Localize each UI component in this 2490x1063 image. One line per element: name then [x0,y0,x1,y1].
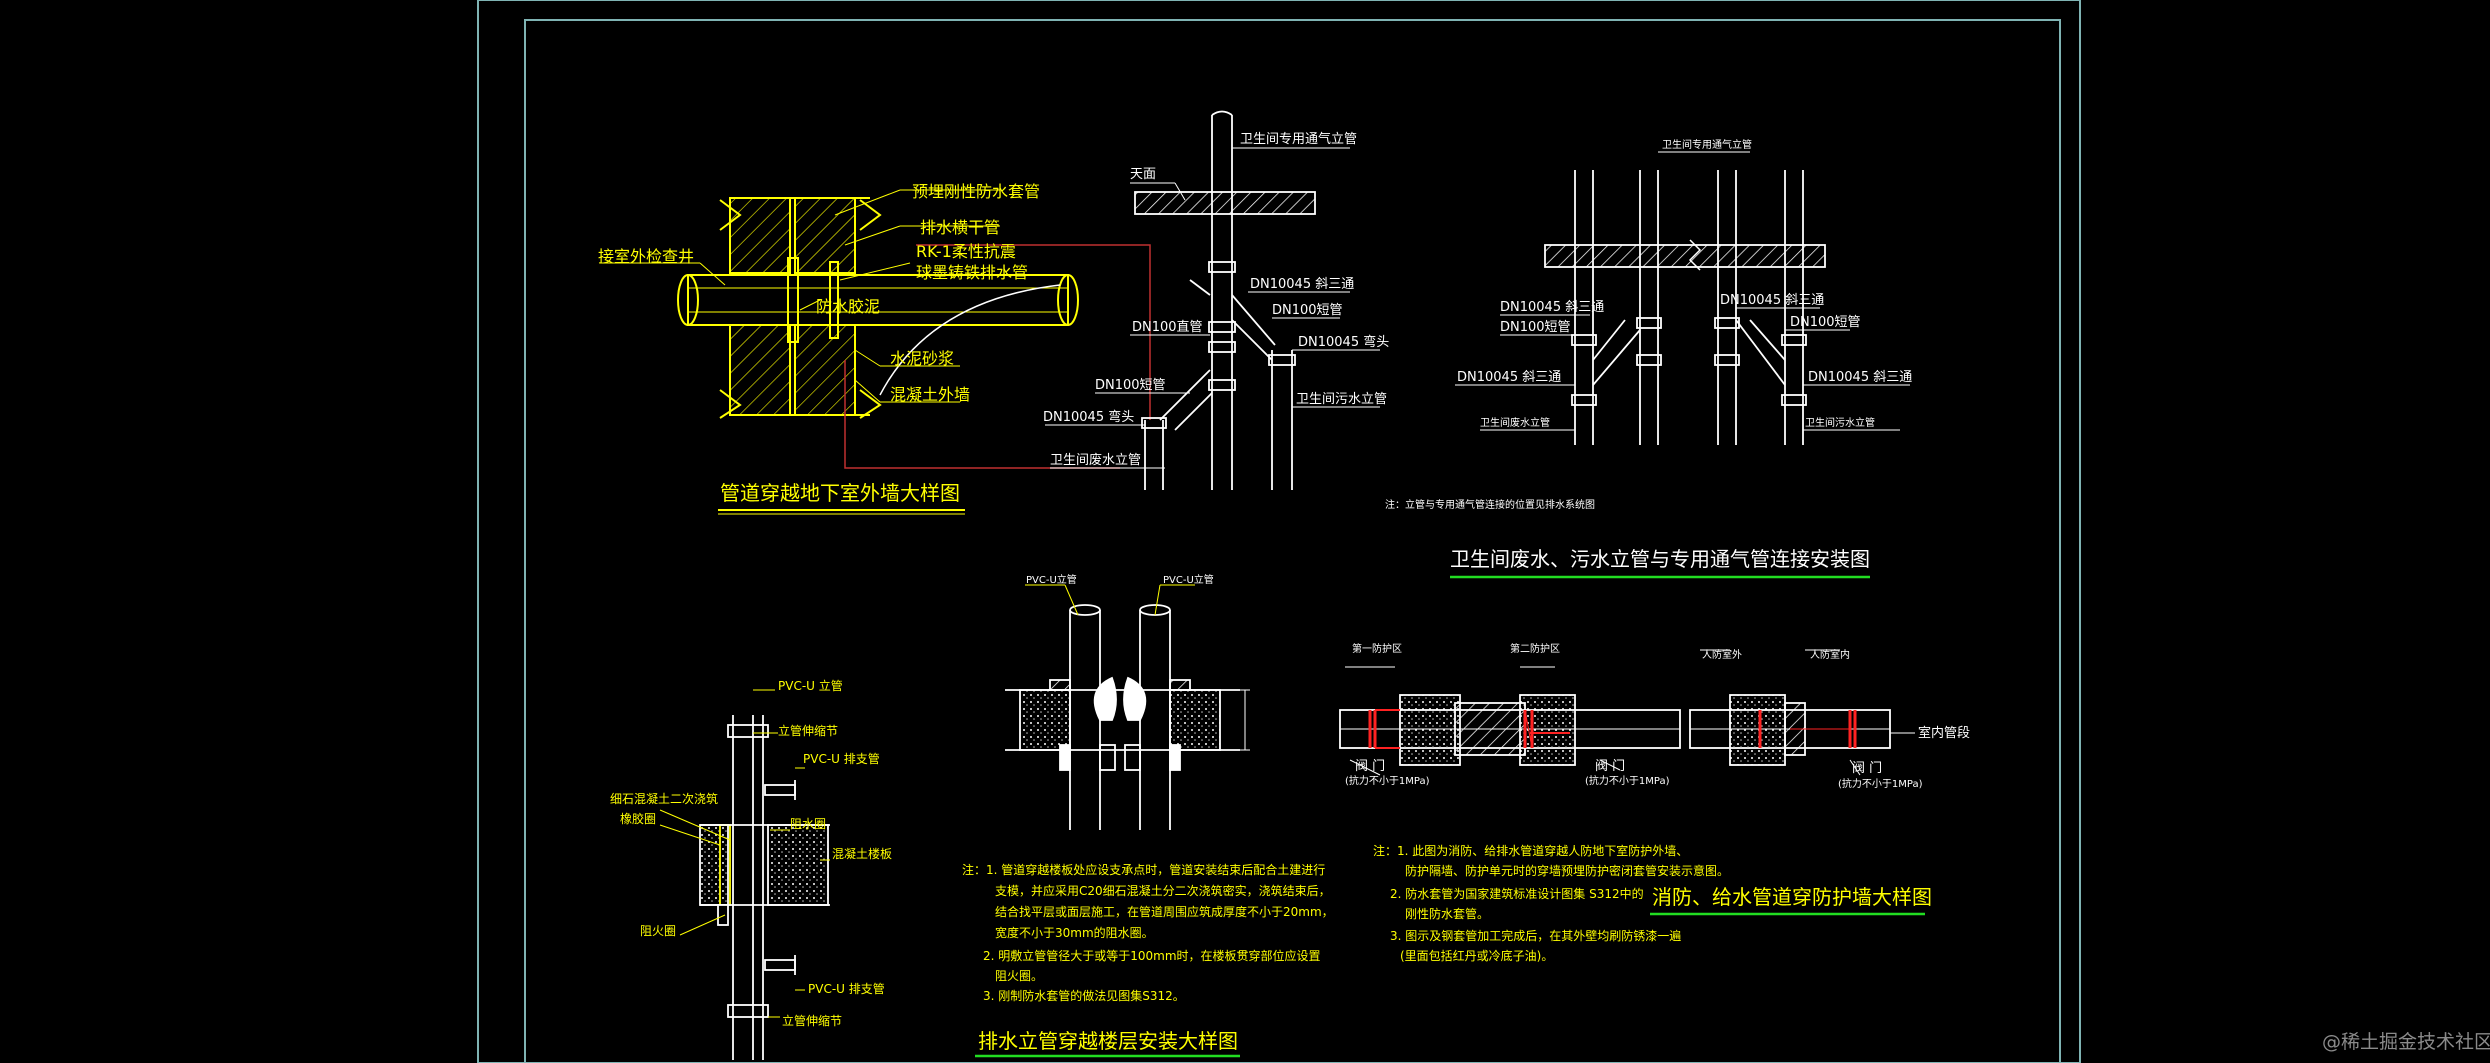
label-sealant: 防水胶泥 [816,297,880,316]
label-mortar: 水泥砂浆 [890,349,954,368]
note-line-6: 阻火圈。 [995,969,1043,983]
label-expansion: 立管伸缩节 [778,723,838,738]
vent-single-labels: 卫生间专用通气立管 天面 DN10045 斜三通 DN100直管 DN100短管… [1043,131,1389,468]
label-sewage-riser-2: 卫生间污水立管 [1805,416,1875,429]
label-dn10045-elbow: DN10045 弯头 [1298,334,1389,350]
label-sleeve: 预埋刚性防水套管 [912,182,1040,201]
label-expansion-2: 立管伸缩节 [782,1013,842,1028]
label-rubber-ring: 橡胶圈 [620,811,656,826]
fw-note-6: (里面包括红丹或冷底子油)。 [1400,948,1553,963]
basement-wall-detail: 预埋刚性防水套管 排水横干管 RK-1柔性抗震 球墨铸铁排水管 接室外检查井 防… [598,182,1151,515]
fw-note-4: 刚性防水套管。 [1405,906,1489,921]
label-drain-main: 排水横干管 [920,218,1000,237]
riser-floor-notes: 注：1. 管道穿越楼板处应设支承点时，管道安装结束后配合土建进行 支模，并应采用… [962,862,1334,1003]
label-zone-1: 第一防护区 [1352,642,1402,655]
label-indoor: 人防室内 [1810,648,1850,661]
label-fire-stop: 阻火圈 [640,924,676,938]
fire-wall-detail [1339,649,1915,776]
label-tee-l: DN10045 斜三通 [1500,300,1604,315]
label-valve-r: 阀 门 [1595,759,1625,774]
label-sewage-riser: 卫生间污水立管 [1296,392,1387,407]
fire-wall-labels: 第一防护区 第二防护区 人防室外 人防室内 阀 门 (抗力不小于1MPa) 阀 … [1345,642,1970,963]
riser-floor-detail-left [659,689,830,1060]
label-ceiling: 天面 [1130,167,1156,182]
fire-wall-notes: 注：1. 此图为消防、给排水管道穿越人防地下室防护外墙、 防护隔墙、防护单元时的… [1373,843,1729,963]
title-vent-double: 卫生间废水、污水立管与专用通气管连接安装图 [1450,547,1870,571]
label-water-stop: 阻水圈 [790,817,826,831]
fw-note-1: 注：1. 此图为消防、给排水管道穿越人防地下室防护外墙、 [1373,843,1688,858]
note-line-5: 2. 明敷立管管径大于或等于100mm时，在楼板贯穿部位应设置 [983,948,1321,963]
label-concrete-wall: 混凝土外墙 [890,385,970,404]
fw-note-2: 防护隔墙、防护单元时的穿墙预埋防护密闭套管安装示意图。 [1405,863,1729,878]
label-zone-2: 第二防护区 [1510,642,1560,655]
label-dn100-short: DN100短管 [1095,378,1166,393]
label-tee-1: DN10045 斜三通 [1250,277,1354,292]
label-dn100-r: DN100短管 [1790,315,1861,330]
note-line-2: 支模，并应采用C20细石混凝土分二次浇筑密实，浇筑结束后， [995,883,1331,898]
vent-double-labels: 卫生间专用通气立管 DN10045 斜三通 DN100短管 DN10045 斜三… [1385,138,1912,579]
label-valve-3-sub: (抗力不小于1MPa) [1838,777,1923,790]
title-basement: 管道穿越地下室外墙大样图 [720,481,960,505]
label-slab: 混凝土楼板 [832,846,892,861]
label-rk1: RK-1柔性抗震 [916,242,1016,261]
label-waste-riser-2: 卫生间废水立管 [1480,416,1550,429]
label-inspection-well: 接室外检查井 [598,247,694,266]
label-outdoor: 人防室外 [1702,648,1742,661]
label-tee-l2: DN10045 斜三通 [1457,370,1561,385]
label-tee-r2: DN10045 斜三通 [1808,370,1912,385]
note-vent-double: 注：立管与专用通气管连接的位置见排水系统图 [1385,498,1595,511]
label-pvc-right: PVC-U立管 [1163,573,1214,586]
note-line-7: 3. 刚制防水套管的做法见图集S312。 [983,988,1185,1003]
fw-note-5: 3. 图示及钢套管加工完成后，在其外壁均刷防锈漆一遍 [1390,928,1681,943]
title-riser-floor: 排水立管穿越楼层安装大样图 [978,1029,1238,1053]
label-waste-riser: 卫生间废水立管 [1050,452,1141,468]
label-cast-iron: 球墨铸铁排水管 [916,263,1028,282]
label-valve-l: 阀 门 [1355,759,1385,774]
fw-note-3: 2. 防水套管为国家建筑标准设计图集 S312中的 [1390,886,1644,901]
label-indoor-pipe: 室内管段 [1918,725,1970,741]
label-valve-3: 阀 门 [1852,761,1882,776]
label-pvcu-branch: PVC-U 排支管 [803,751,880,766]
label-dn100-l: DN100短管 [1500,320,1571,335]
note-line-4: 宽度不小于30mm的阻水圈。 [995,925,1154,940]
label-valve-r-sub: (抗力不小于1MPa) [1585,774,1670,787]
riser-floor-labels-center: PVC-U立管 PVC-U立管 注：1. 管道穿越楼板处应设支承点时，管道安装结… [962,573,1334,1058]
note-line-1: 注：1. 管道穿越楼板处应设支承点时，管道安装结束后配合土建进行 [962,862,1325,877]
label-vent-riser-1: 卫生间专用通气立管 [1240,131,1357,147]
label-valve-l-sub: (抗力不小于1MPa) [1345,774,1430,787]
label-fine-concrete: 细石混凝土二次浇筑 [610,791,718,806]
label-pvcu-riser: PVC-U 立管 [778,678,843,693]
watermark: @稀土掘金技术社区 [2322,1031,2490,1053]
label-pvcu-branch-2: PVC-U 排支管 [808,981,885,996]
vent-single-detail [1045,110,1380,490]
riser-floor-labels-left: PVC-U 立管 立管伸缩节 PVC-U 排支管 细石混凝土二次浇筑 橡胶圈 阻… [610,678,892,1028]
note-line-3: 结合找平层或面层施工，在管道周围应筑成厚度不小于20mm， [995,904,1334,919]
title-fire-wall: 消防、给水管道穿防护墙大样图 [1652,885,1932,909]
label-tee-r: DN10045 斜三通 [1720,293,1824,308]
label-vent-riser-2: 卫生间专用通气立管 [1662,138,1752,151]
label-dn100-pipe: DN100短管 [1272,303,1343,318]
label-dn100-straight: DN100直管 [1132,320,1203,335]
riser-floor-detail-center [1005,584,1250,830]
label-pvc-left: PVC-U立管 [1026,573,1077,586]
label-dn10045-elbow-2: DN10045 弯头 [1043,409,1134,425]
vent-double-detail [1455,151,1910,445]
